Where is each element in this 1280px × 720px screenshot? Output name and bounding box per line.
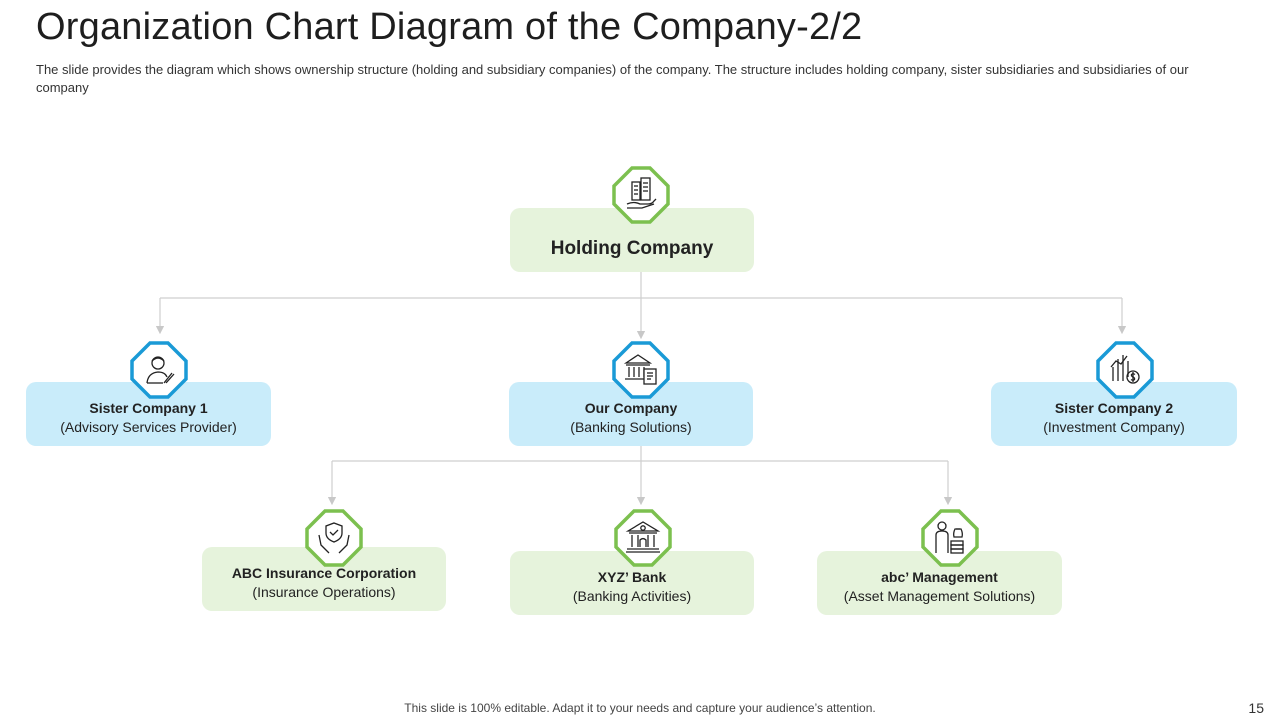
hands-shield-icon — [305, 509, 363, 567]
node-abc-insurance-name: ABC Insurance Corporation — [231, 565, 417, 581]
building-hand-icon — [612, 166, 670, 224]
node-sister-company-2: Sister Company 2 (Investment Company) — [991, 382, 1237, 446]
bank-document-icon — [612, 341, 670, 399]
node-sister-company-1-desc: (Advisory Services Provider) — [60, 419, 237, 435]
page-number: 15 — [1248, 700, 1264, 716]
node-xyz-bank-desc: (Banking Activities) — [572, 588, 692, 604]
node-abc-management-name: abc’ Management — [881, 569, 998, 585]
node-xyz-bank-name: XYZ’ Bank — [597, 569, 667, 585]
node-abc-management-desc: (Asset Management Solutions) — [843, 588, 1036, 604]
node-sister-company-2-name: Sister Company 2 — [1054, 400, 1174, 416]
person-money-icon — [921, 509, 979, 567]
node-our-company-desc: (Banking Solutions) — [570, 419, 692, 435]
slide-subtitle: The slide provides the diagram which sho… — [36, 62, 1189, 95]
node-xyz-bank: XYZ’ Bank (Banking Activities) — [510, 551, 754, 615]
node-sister-company-1-name: Sister Company 1 — [89, 400, 208, 416]
slide-footer-note: This slide is 100% editable. Adapt it to… — [404, 701, 876, 715]
node-sister-company-2-desc: (Investment Company) — [1043, 419, 1185, 435]
node-abc-insurance-desc: (Insurance Operations) — [252, 584, 396, 600]
dollar-growth-icon — [1096, 341, 1154, 399]
node-abc-insurance: ABC Insurance Corporation (Insurance Ope… — [202, 547, 446, 611]
person-writing-icon — [130, 341, 188, 399]
node-our-company-name: Our Company — [584, 400, 678, 416]
node-holding-company-name: Holding Company — [550, 238, 714, 259]
bank-building-icon — [614, 509, 672, 567]
slide-title: Organization Chart Diagram of the Compan… — [36, 6, 863, 48]
